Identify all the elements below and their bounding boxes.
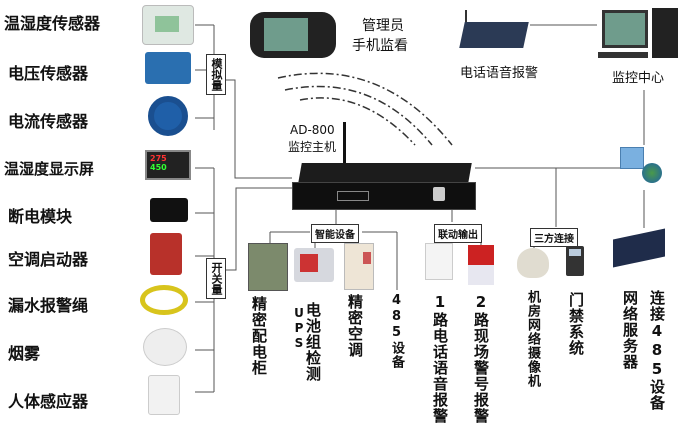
temp-humidity-sensor-image [142, 5, 194, 45]
device-label: 连接485设备 [648, 290, 666, 411]
phone-dialer-image [425, 243, 453, 280]
sensor-label: 人体感应器 [8, 392, 89, 411]
display-hum: 450 [150, 163, 167, 172]
current-sensor-image [148, 96, 188, 136]
precision-ac-image [344, 243, 374, 290]
smart-devices-label: 智能设备 [311, 224, 359, 243]
host-name: 监控主机 [288, 140, 337, 154]
smoke-detector-image [143, 328, 187, 366]
device-label: 门禁系统 [567, 292, 585, 356]
sensor-label: 电压传感器 [8, 64, 89, 83]
host-model: AD-800 [290, 123, 335, 137]
sensor-label: 空调启动器 [8, 250, 89, 269]
analog-group-label: 模拟量 [206, 54, 226, 95]
host-top [298, 163, 472, 183]
device-label: UPS [292, 306, 306, 351]
power-cabinet-image [248, 243, 288, 291]
power-off-module-image [150, 198, 188, 222]
device-label: 网络服务器 [621, 290, 639, 370]
network-computers-icon [620, 147, 644, 169]
sensor-label: 电流传感器 [8, 112, 89, 131]
keyboard-image [598, 52, 648, 58]
monitor-image [602, 10, 648, 48]
siren-top [468, 245, 494, 265]
mobile-phone-image [250, 12, 336, 58]
device-label: 1路电话语音报警 [431, 293, 449, 424]
display-temp: 275 [150, 154, 167, 163]
monitoring-host-image [292, 182, 476, 210]
phone-label-line1: 管理员 [362, 18, 404, 34]
sensor-label: 烟雾 [8, 344, 41, 363]
switch-group-label: 开关量 [206, 258, 226, 299]
sensor-label: 温湿度传感器 [4, 14, 101, 33]
voice-alarm-label: 电话语音报警 [460, 66, 539, 81]
device-label: 电池组检测 [304, 302, 322, 382]
sensor-label: 断电模块 [8, 207, 73, 226]
third-party-label: 三方连接 [530, 228, 578, 247]
linkage-output-label: 联动输出 [434, 224, 482, 243]
logo-icon [433, 187, 445, 201]
phone-label-line2: 手机监看 [352, 38, 408, 54]
ac-starter-image [150, 233, 182, 275]
network-camera-image [517, 248, 549, 278]
device-label: 2路现场警号报警 [472, 293, 490, 424]
pc-tower-image [652, 8, 678, 58]
voice-alarm-device-image [459, 22, 529, 48]
device-label: 机房网络摄像机 [525, 290, 540, 388]
globe-icon [642, 163, 662, 183]
motion-sensor-image [148, 375, 180, 415]
ups-image [294, 248, 334, 282]
device-label: 485设备 [389, 293, 404, 369]
device-label: 精密配电柜 [250, 296, 268, 376]
siren-image [468, 265, 494, 285]
sensor-label: 漏水报警绳 [8, 296, 89, 315]
wireless-signal [277, 72, 453, 146]
host-antenna [343, 122, 346, 167]
antenna-icon [465, 10, 467, 24]
sensor-label: 温湿度显示屏 [4, 160, 95, 178]
device-label: 精密空调 [346, 294, 364, 358]
access-control-image [566, 246, 584, 276]
monitor-center-label: 监控中心 [612, 71, 665, 86]
voltage-sensor-image [145, 52, 191, 84]
water-leak-rope-image [140, 285, 188, 315]
